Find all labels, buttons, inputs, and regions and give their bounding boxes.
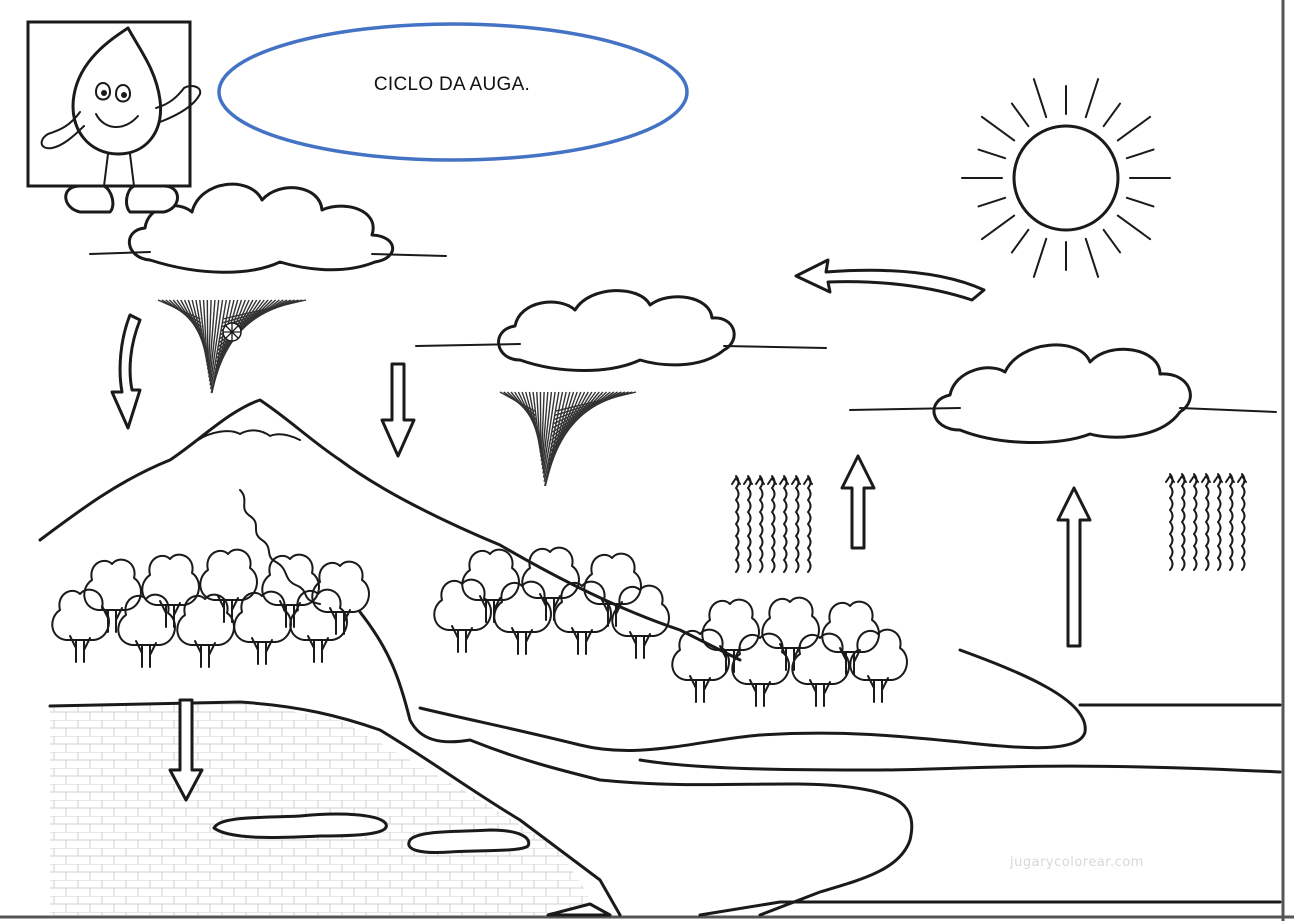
rain-streak [543, 391, 564, 482]
sun-ray [1125, 148, 1155, 160]
vapor-wave [735, 475, 740, 573]
vapor-wave [1181, 473, 1186, 571]
cloud-right [849, 343, 1277, 444]
watermark: jugarycolorear.com [1010, 855, 1144, 870]
arrow-down-ground [168, 698, 204, 802]
title-bubble [217, 22, 689, 162]
sun-ray [1125, 196, 1155, 208]
rain-streak [555, 391, 637, 412]
rain-streak [202, 299, 208, 366]
arrow-up-middle [840, 454, 876, 550]
rain-streak [542, 391, 560, 478]
sun-ray [1116, 115, 1152, 142]
sun-ray [1084, 78, 1100, 119]
sun-ray [1116, 214, 1152, 241]
sun-icon [961, 78, 1171, 278]
rain-streak [208, 299, 216, 378]
sun-ray [1010, 228, 1030, 254]
arrow-sun-to-cloud [794, 258, 986, 302]
sun-ray [977, 148, 1007, 160]
vapor-waves-middle [731, 475, 813, 573]
sun-ray [977, 196, 1007, 208]
forest-right [671, 596, 908, 707]
vapor-wave [1169, 473, 1174, 571]
sun-ray [1084, 237, 1100, 278]
vapor-wave [795, 475, 800, 573]
rain-streak [207, 299, 212, 374]
vapor-wave [1241, 473, 1246, 571]
rain-streak [210, 299, 227, 390]
mountain [38, 398, 742, 662]
sun-ray [980, 115, 1016, 142]
sun-ray [980, 214, 1016, 241]
snowflake-icon [222, 322, 242, 342]
diagram-title: CICLO DA AUGA. [373, 74, 531, 95]
rain-streak [195, 299, 207, 359]
rain-streak [541, 391, 549, 466]
vapor-wave [1205, 473, 1210, 571]
rain-middle [499, 391, 637, 487]
rain-streak [209, 299, 224, 386]
sun-ray [1032, 78, 1048, 119]
rain-streak [542, 391, 556, 474]
cloud-middle [415, 289, 827, 372]
forest-middle [433, 546, 670, 659]
vapor-waves-right [1165, 473, 1247, 571]
rain-streak [206, 299, 209, 370]
rain-streak [541, 391, 553, 470]
sun-ray [1102, 102, 1122, 128]
arrow-down-middle [380, 362, 416, 458]
rain-streak [208, 299, 220, 382]
arrow-up-right [1056, 486, 1092, 648]
arrow-bottom [546, 902, 612, 917]
vapor-wave [747, 475, 752, 573]
rain-streak [222, 299, 307, 320]
sun-ray [1032, 237, 1048, 278]
forest-left [51, 548, 370, 668]
sun-ray [1010, 102, 1030, 128]
vapor-wave [1217, 473, 1222, 571]
rain-streak [536, 391, 542, 453]
water-drop-mascot-icon [26, 20, 202, 214]
rain-streak [540, 391, 545, 462]
rain-streak [532, 391, 541, 449]
vapor-wave [807, 475, 812, 573]
vapor-wave [1193, 473, 1198, 571]
arrow-down-left [110, 313, 142, 430]
vapor-wave [759, 475, 764, 573]
ground-layer [50, 702, 600, 915]
underground-lakes [212, 812, 531, 854]
rain-streak [199, 299, 208, 362]
vapor-wave [1229, 473, 1234, 571]
land-outline [48, 610, 1282, 917]
sun-ray [1102, 228, 1122, 254]
rain-left [157, 299, 307, 394]
vapor-wave [783, 475, 788, 573]
vapor-wave [771, 475, 776, 573]
